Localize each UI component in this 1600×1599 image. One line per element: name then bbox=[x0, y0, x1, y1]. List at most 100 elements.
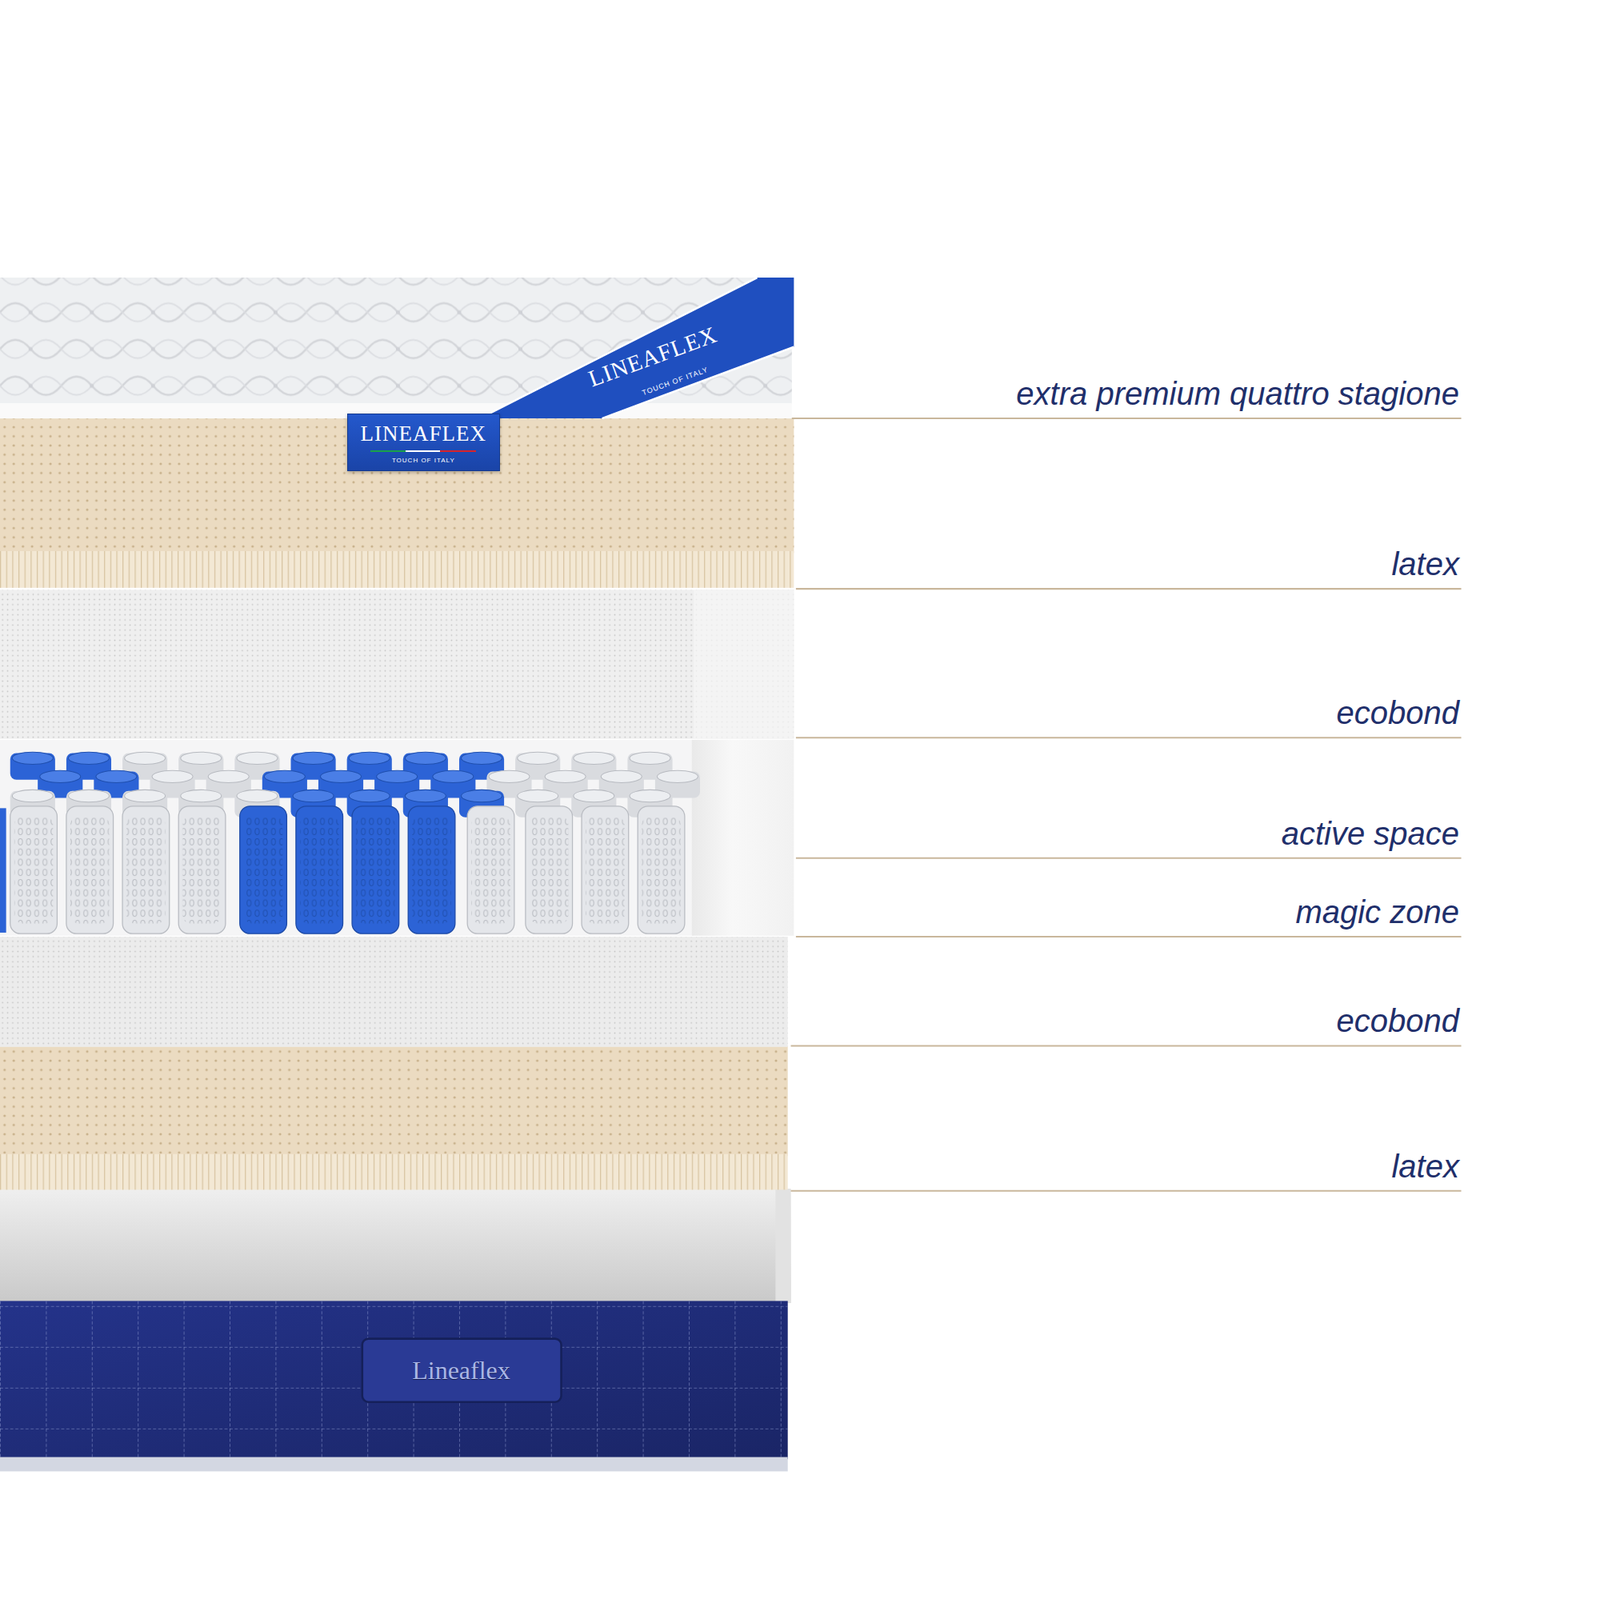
handle bbox=[362, 1339, 562, 1403]
spring-top bbox=[348, 789, 390, 802]
spring-top bbox=[404, 789, 446, 802]
leader-line bbox=[796, 857, 1462, 860]
base-wall bbox=[775, 1188, 791, 1304]
spring-top bbox=[517, 789, 559, 802]
spring-texture bbox=[14, 816, 53, 924]
spring-texture bbox=[529, 816, 568, 924]
spring-top bbox=[264, 770, 305, 783]
latex-lower bbox=[0, 1046, 788, 1191]
latex-face bbox=[0, 1046, 788, 1157]
spring-texture bbox=[300, 816, 339, 924]
layer-label: magic zone bbox=[1295, 894, 1460, 930]
spring-pocket bbox=[0, 808, 7, 933]
layer-label: active space bbox=[1281, 816, 1460, 852]
spring-texture bbox=[182, 816, 221, 924]
spring-top bbox=[376, 770, 418, 783]
latex-edge bbox=[0, 551, 794, 588]
spring-pocket bbox=[581, 806, 629, 934]
latex-face bbox=[0, 418, 794, 553]
layer-label: ecobond bbox=[1336, 1003, 1460, 1039]
corner-ribbon bbox=[479, 277, 794, 419]
base-quilting bbox=[0, 1300, 788, 1460]
spring-top bbox=[488, 770, 530, 783]
ribbon-border bbox=[479, 277, 757, 419]
spring-texture bbox=[412, 816, 451, 924]
spring-top bbox=[461, 752, 503, 764]
spring-top bbox=[12, 789, 53, 802]
spring-top bbox=[600, 770, 642, 783]
latex-edge bbox=[0, 1154, 788, 1191]
spring-top bbox=[180, 752, 222, 764]
spring-top bbox=[180, 789, 222, 802]
spring-pocket bbox=[240, 806, 288, 934]
spring-top bbox=[629, 752, 671, 764]
leader-line bbox=[791, 1190, 1462, 1192]
spring-top bbox=[461, 789, 503, 802]
spring-pocket bbox=[637, 806, 685, 934]
ribbon-text: TOUCH OF ITALY bbox=[641, 366, 710, 397]
base-tray bbox=[0, 1188, 792, 1304]
spring-top bbox=[432, 770, 474, 783]
layer-label: latex bbox=[1391, 1148, 1460, 1184]
spring-texture bbox=[641, 816, 680, 924]
tag-title: LINEAFLEX bbox=[360, 421, 487, 447]
spring-pocket bbox=[525, 806, 573, 934]
spring-ground bbox=[0, 740, 694, 936]
spring-pocket bbox=[122, 806, 170, 934]
spring-pocket bbox=[352, 806, 400, 934]
spring-texture bbox=[356, 816, 395, 924]
ecobond-highlight bbox=[693, 589, 794, 739]
spring-top bbox=[629, 789, 671, 802]
spring-pocket bbox=[296, 806, 344, 934]
base-edge bbox=[0, 1457, 788, 1472]
latex-edge-ribs bbox=[0, 551, 794, 588]
spring-layer bbox=[0, 740, 794, 936]
spring-top bbox=[12, 752, 53, 764]
spring-texture bbox=[471, 816, 510, 924]
spring-top bbox=[68, 752, 109, 764]
spring-pocket bbox=[408, 806, 456, 934]
leader-line bbox=[796, 936, 1462, 938]
leader-line bbox=[796, 588, 1462, 590]
spring-top bbox=[68, 789, 109, 802]
spring-top bbox=[40, 770, 81, 783]
spring-top bbox=[152, 770, 193, 783]
layer-label: latex bbox=[1391, 546, 1460, 582]
spring-top bbox=[573, 752, 615, 764]
spring-top bbox=[517, 752, 559, 764]
ecobond-upper bbox=[0, 589, 794, 739]
ecobond-lower bbox=[0, 936, 788, 1048]
embossed-logo: Lineaflex bbox=[412, 1357, 511, 1384]
spring-texture bbox=[126, 816, 165, 924]
spring-texture bbox=[70, 816, 109, 924]
latex-holes bbox=[0, 1046, 788, 1157]
spring-top bbox=[656, 770, 698, 783]
pocket-springs bbox=[0, 752, 700, 934]
layer-label: extra premium quattro stagione bbox=[1016, 376, 1460, 412]
spring-top bbox=[573, 789, 615, 802]
spring-pocket bbox=[178, 806, 226, 934]
leader-line bbox=[791, 1045, 1462, 1048]
topper-quilting bbox=[0, 277, 792, 404]
ecobond-texture bbox=[0, 936, 788, 1048]
leader-line bbox=[796, 736, 1462, 739]
spring-top bbox=[96, 770, 137, 783]
spring-top bbox=[292, 752, 334, 764]
leader-lines bbox=[791, 418, 1462, 1192]
tag-subtitle: TOUCH OF ITALY bbox=[392, 456, 456, 464]
spring-top bbox=[348, 752, 390, 764]
layer-label: ecobond bbox=[1336, 695, 1460, 731]
spring-top bbox=[124, 752, 166, 764]
spring-top bbox=[124, 789, 166, 802]
spring-top bbox=[236, 752, 278, 764]
ecobond-face bbox=[0, 589, 794, 739]
latex-edge-ribs bbox=[0, 1154, 788, 1191]
ecobond-texture bbox=[0, 589, 794, 739]
base-layer bbox=[0, 1188, 792, 1472]
topper bbox=[0, 277, 794, 419]
spring-texture bbox=[244, 816, 283, 924]
spring-top bbox=[544, 770, 586, 783]
spring-texture bbox=[585, 816, 624, 924]
spring-pocket bbox=[66, 806, 114, 934]
